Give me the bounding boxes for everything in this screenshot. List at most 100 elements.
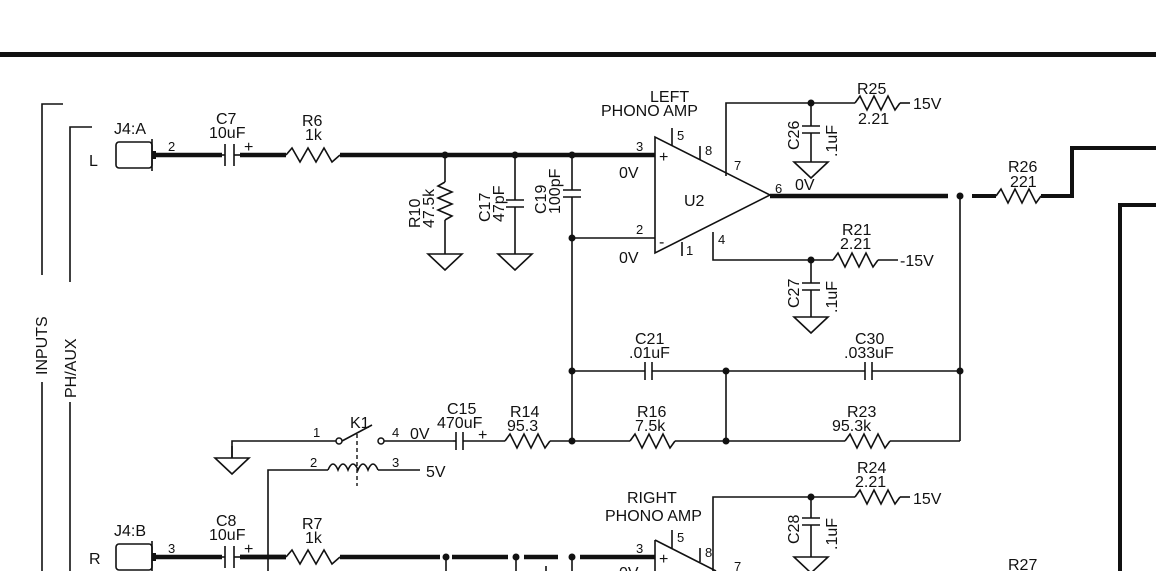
r25-ref: R25 [857,81,886,98]
jack-j4b: J4:B R 3 [89,523,175,571]
r26-ref: R26 [1008,159,1037,176]
r27-ref: R27 [1008,557,1037,571]
c19-ref: C19 [533,185,550,214]
capacitor-c21: C21 .01uF [629,331,670,380]
c26-ref: C26 [786,121,803,150]
c7-value: 10uF [209,125,246,142]
c26-value: .1uF [824,125,841,157]
rail-pos-right: 15V [913,491,942,508]
k1-pin2: 2 [310,455,317,470]
u2-pin3: 3 [636,139,643,154]
k1-contact-voltage: 0V [410,426,430,443]
resistor-r14: R14 95.3 [504,404,572,450]
c15-ref: C15 [447,401,476,418]
capacitor-c17: C17 47pF [477,155,533,271]
top-rule [0,52,1156,57]
c27-value: .1uF [824,281,841,313]
right-output-trace [1118,203,1156,571]
u2-ref: U2 [684,193,705,210]
c15-polarity: + [478,427,487,444]
c15-value: 470uF [437,415,483,432]
u2-pin5: 5 [677,128,684,143]
u2-pin6: 6 [775,181,782,196]
r23-value: 95.3k [832,418,872,435]
capacitor-c27: C27 .1uF [786,260,841,334]
u2-pin8: 8 [705,143,712,158]
jack-j4b-pin: 3 [168,541,175,556]
capacitor-c15: C15 470uF + [437,401,505,450]
c8-polarity: + [244,541,253,558]
c21-value: .01uF [629,345,670,362]
r24-ref: R24 [857,460,886,477]
r10-value: 47.5k [421,188,438,228]
resistor-r25: R25 2.21 15V [854,81,942,128]
resistor-r21: R21 2.21 -15V [832,222,934,270]
resistor-r10: R10 47.5k [407,155,463,271]
capacitor-c26: C26 .1uF [786,103,841,179]
channel-r-label: R [89,551,101,568]
r14-value: 95.3 [507,418,538,435]
r6-value: 1k [305,127,323,144]
r6-ref: R6 [302,113,323,130]
c17-value: 47pF [491,185,508,222]
relay-k1: K1 1 4 0V 2 3 5V [214,415,453,571]
c30-ref: C30 [855,331,884,348]
capacitor-c30: C30 .033uF [844,331,894,380]
junction-dot [956,367,964,375]
c28-ref: C28 [786,515,803,544]
k1-pin4: 4 [392,425,399,440]
u2-minus-voltage: 0V [619,250,639,267]
capacitor-c8: C8 10uF + [209,513,253,568]
c21-ref: C21 [635,331,664,348]
r7-ref: R7 [302,516,323,533]
r23-ref: R23 [847,404,876,421]
ph-aux-label: PH/AUX [63,338,80,398]
u2-pin1: 1 [686,243,693,258]
left-amp-subtitle: PHONO AMP [601,103,698,120]
right-amp-voltage: 0V [619,565,639,571]
c8-ref: C8 [216,513,237,530]
u2-pin4: 4 [718,232,725,247]
capacitor-c28: C28 .1uF [786,497,841,571]
right-amp-pin8: 8 [705,545,712,560]
r16-ref: R16 [637,404,666,421]
u2-plus-voltage: 0V [619,165,639,182]
op-amp-right: 3 + 5 8 7 0V [619,530,741,571]
c17-ref: C17 [477,193,494,222]
jack-j4b-label: J4:B [114,523,146,540]
right-amp-subtitle: PHONO AMP [605,508,702,525]
inputs-bracket: INPUTS [34,103,63,571]
junction-dot [568,151,576,159]
u2-pin2: 2 [636,222,643,237]
r7-value: 1k [305,530,323,547]
ph-aux-bracket: PH/AUX [63,126,92,571]
right-amp-plus: + [659,551,668,568]
right-amp-pin7: 7 [734,559,741,571]
op-amp-u2: U2 + - 3 2 5 8 1 7 6 4 0V 0V 0V LEFT PHO… [601,89,815,267]
c7-ref: C7 [216,111,237,128]
r14-ref: R14 [510,404,539,421]
left-amp-title: LEFT [650,89,689,106]
jack-j4a: J4:A L 2 [89,121,175,171]
k1-coil-voltage: 5V [426,464,446,481]
k1-ref: K1 [350,415,370,432]
c27-ref: C27 [786,279,803,308]
capacitor-c19: C19 100pF [533,155,581,238]
jack-j4a-pin: 2 [168,139,175,154]
u2-minus: - [659,234,664,251]
c30-value: .033uF [844,345,894,362]
resistor-r23: R23 95.3k [832,404,960,450]
jack-j4a-label: J4:A [114,121,146,138]
k1-pin3: 3 [392,455,399,470]
u2-plus: + [659,149,668,166]
junction-dot [511,151,519,159]
c19-value: 100pF [547,168,564,214]
c8-value: 10uF [209,527,246,544]
r21-ref: R21 [842,222,871,239]
right-amp-pin5: 5 [677,530,684,545]
c28-value: .1uF [824,518,841,550]
right-amp-pin3: 3 [636,541,643,556]
rail-neg-left: -15V [900,253,934,270]
junction-dot [441,151,449,159]
